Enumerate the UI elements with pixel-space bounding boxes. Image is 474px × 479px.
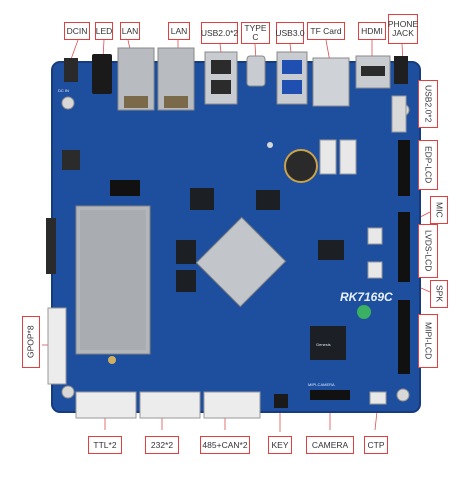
bottom-connectors bbox=[75, 390, 387, 419]
mic-header bbox=[367, 227, 383, 245]
callout-rs232: 232*2 bbox=[145, 436, 179, 454]
callout-rs485-can: 485+CAN*2 bbox=[200, 436, 250, 454]
callout-lvds-lcd: LVDS-LCD bbox=[418, 224, 438, 278]
small-logo bbox=[357, 305, 371, 319]
ttl-header bbox=[75, 391, 137, 419]
m2-slot bbox=[110, 180, 140, 196]
coin-battery bbox=[284, 149, 318, 183]
callout-lan-2: LAN bbox=[168, 22, 190, 40]
usb30-stack bbox=[276, 51, 308, 105]
callout-mipi-lcd: MIPI-LCD bbox=[418, 314, 438, 368]
pmic-chip bbox=[256, 190, 280, 210]
typec-port bbox=[246, 55, 266, 87]
dcin-jack bbox=[64, 58, 78, 82]
dcin-jack-body bbox=[92, 54, 112, 94]
left-side bbox=[46, 150, 151, 385]
battery-header bbox=[319, 139, 337, 175]
callout-led: LED bbox=[95, 22, 113, 40]
callout-tfcard: TF Card bbox=[307, 22, 345, 40]
rs485-can-header bbox=[203, 391, 261, 419]
callout-phone-jack: PHONE JACK bbox=[388, 14, 418, 44]
callout-ctp: CTP bbox=[364, 436, 388, 454]
rs232-header bbox=[139, 391, 201, 419]
camera-connector bbox=[310, 390, 350, 400]
inductor bbox=[62, 150, 80, 170]
right-connectors bbox=[367, 95, 410, 374]
ram-chip-3 bbox=[176, 270, 196, 292]
chip-brand-label: Genesis bbox=[316, 342, 331, 347]
callout-hdmi: HDMI bbox=[358, 22, 386, 40]
callout-ttl: TTL*2 bbox=[88, 436, 122, 454]
callout-lan-1: LAN bbox=[120, 22, 140, 40]
callout-spk: SPK bbox=[430, 280, 448, 308]
ram-chip-2 bbox=[176, 240, 196, 264]
ext-header bbox=[339, 139, 357, 175]
spk-header bbox=[367, 261, 383, 279]
lvds-connector bbox=[398, 212, 410, 282]
callout-dcin: DCIN bbox=[64, 22, 90, 40]
gpio-header bbox=[47, 307, 67, 385]
sim-slot bbox=[46, 218, 56, 274]
ctp-connector bbox=[369, 391, 387, 405]
soc-chip bbox=[195, 216, 287, 308]
center-components bbox=[176, 139, 371, 360]
usb20-stack bbox=[204, 51, 238, 105]
callout-usb20x2-right: USB2.0*2 bbox=[418, 80, 438, 128]
callout-gpio: GPOP*8 bbox=[22, 316, 40, 368]
callout-mic: MIC bbox=[430, 196, 448, 224]
camera-silkscreen: MIPI-CAMERA bbox=[308, 382, 335, 387]
genesis-chip bbox=[310, 326, 346, 360]
top-connectors bbox=[64, 47, 408, 111]
edp-connector bbox=[398, 140, 410, 196]
mipi-lcd-connector bbox=[398, 300, 410, 374]
callout-usb20x2-top: USB2.0*2 bbox=[201, 22, 238, 44]
dcin-silkscreen: DC IN bbox=[58, 88, 69, 93]
ram-chip-1 bbox=[190, 188, 214, 210]
callout-key: KEY bbox=[268, 436, 292, 454]
callout-edp-lcd: EDP-LCD bbox=[418, 140, 438, 190]
callout-typec: TYPE C bbox=[241, 22, 270, 44]
callout-camera: CAMERA bbox=[306, 436, 354, 454]
phone-jack-port bbox=[394, 56, 408, 84]
board-model-label: RK7169C bbox=[340, 290, 393, 304]
key-button bbox=[274, 394, 288, 408]
tf-card-slot bbox=[312, 57, 350, 107]
usb20-right-header bbox=[391, 95, 407, 133]
callout-usb30: USB3.0 bbox=[275, 22, 305, 44]
